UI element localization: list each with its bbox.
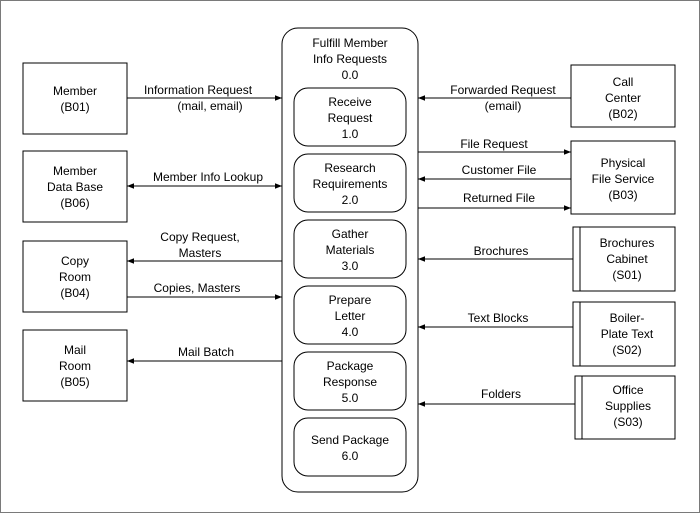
store-label: Boiler-	[610, 311, 645, 325]
entity-label: Physical	[601, 156, 646, 170]
entity-label: File Service	[592, 172, 655, 186]
main-process-title-2: Info Requests	[313, 52, 387, 66]
subprocess-gather-materials: Gather Materials 3.0	[293, 219, 407, 279]
entity-id: (B02)	[608, 107, 637, 121]
subprocess-label: Gather	[332, 227, 369, 241]
subprocess-label: Package	[327, 359, 374, 373]
flow-member-info-lookup: Member Info Lookup	[127, 170, 282, 189]
entity-id: (B01)	[60, 100, 89, 114]
entity-label: Member	[53, 84, 97, 98]
entity-label: Data Base	[47, 180, 103, 194]
main-process-title-1: Fulfill Member	[312, 36, 387, 50]
subprocess-label: Letter	[335, 309, 366, 323]
entity-mail-room: Mail Room (B05)	[22, 329, 128, 402]
subprocess-receive-request: Receive Request 1.0	[293, 87, 407, 147]
store-label: Plate Text	[601, 327, 654, 341]
entity-label: Member	[53, 164, 97, 178]
entity-label: Room	[59, 359, 91, 373]
subprocess-send-package: Send Package 6.0	[293, 417, 407, 477]
subprocess-label: Requirements	[313, 177, 388, 191]
store-id: (S03)	[613, 415, 642, 429]
entity-member: Member (B01)	[22, 62, 128, 135]
subprocess-label: Prepare	[329, 293, 372, 307]
store-label: Cabinet	[606, 252, 648, 266]
flow-copy-request: Copy Request, Masters	[127, 230, 282, 264]
store-id: (S02)	[612, 343, 641, 357]
subprocess-id: 1.0	[342, 127, 359, 141]
entity-label: Copy	[61, 254, 89, 268]
flow-label: Information Request	[144, 83, 253, 97]
flow-folders: Folders	[418, 387, 575, 407]
flow-label: Customer File	[462, 163, 537, 177]
subprocess-label: Receive	[328, 95, 372, 109]
flow-information-request: Information Request (mail, email)	[127, 83, 282, 113]
subprocess-id: 2.0	[342, 193, 359, 207]
store-brochures-cabinet: Brochures Cabinet (S01)	[572, 226, 676, 292]
store-label: Brochures	[600, 236, 655, 250]
entity-label: Mail	[64, 343, 86, 357]
subprocess-id: 3.0	[342, 259, 359, 273]
subprocess-id: 4.0	[342, 325, 359, 339]
subprocess-package-response: Package Response 5.0	[293, 351, 407, 411]
subprocess-label: Request	[328, 111, 373, 125]
flow-label: Folders	[481, 387, 521, 401]
flow-file-request: File Request	[418, 137, 571, 155]
flow-forwarded-request: Forwarded Request (email)	[418, 83, 571, 113]
subprocess-prepare-letter: Prepare Letter 4.0	[293, 285, 407, 345]
flow-label: Returned File	[463, 191, 535, 205]
store-boilerplate-text: Boiler- Plate Text (S02)	[572, 301, 676, 367]
entity-label: Room	[59, 270, 91, 284]
subprocess-label: Materials	[326, 243, 375, 257]
entity-id: (B05)	[60, 375, 89, 389]
flow-returned-file: Returned File	[418, 191, 571, 211]
flow-mail-batch: Mail Batch	[127, 345, 282, 364]
flow-text-blocks: Text Blocks	[418, 311, 573, 330]
store-label: Supplies	[605, 399, 651, 413]
flow-label: (email)	[485, 99, 522, 113]
flow-label: Copy Request,	[160, 230, 239, 244]
entity-label: Center	[605, 91, 641, 105]
store-label: Office	[612, 383, 643, 397]
store-office-supplies: Office Supplies (S03)	[574, 375, 676, 440]
store-id: (S01)	[612, 268, 641, 282]
subprocess-label: Send Package	[311, 433, 389, 447]
entity-id: (B06)	[60, 196, 89, 210]
entity-copy-room: Copy Room (B04)	[22, 240, 128, 313]
flow-brochures: Brochures	[418, 244, 573, 262]
entity-member-database: Member Data Base (B06)	[22, 150, 128, 223]
entity-call-center: Call Center (B02)	[570, 64, 676, 128]
flow-label: Text Blocks	[468, 311, 529, 325]
flow-label: Copies, Masters	[154, 281, 241, 295]
entity-physical-file-service: Physical File Service (B03)	[570, 140, 676, 215]
main-process-id: 0.0	[342, 68, 359, 82]
flow-label: Forwarded Request	[450, 83, 556, 97]
subprocess-label: Research	[324, 161, 375, 175]
entity-label: Call	[613, 75, 634, 89]
subprocess-label: Response	[323, 375, 377, 389]
subprocess-id: 5.0	[342, 391, 359, 405]
flow-label: (mail, email)	[177, 99, 242, 113]
entity-id: (B04)	[60, 286, 89, 300]
flow-copies-masters: Copies, Masters	[127, 281, 282, 300]
subprocess-id: 6.0	[342, 449, 359, 463]
flow-label: Masters	[179, 246, 222, 260]
subprocess-research-requirements: Research Requirements 2.0	[293, 153, 407, 213]
flow-customer-file: Customer File	[418, 163, 571, 182]
flow-label: File Request	[460, 137, 528, 151]
flow-label: Brochures	[474, 244, 529, 258]
flow-label: Mail Batch	[178, 345, 234, 359]
flow-label: Member Info Lookup	[153, 170, 263, 184]
entity-id: (B03)	[608, 188, 637, 202]
